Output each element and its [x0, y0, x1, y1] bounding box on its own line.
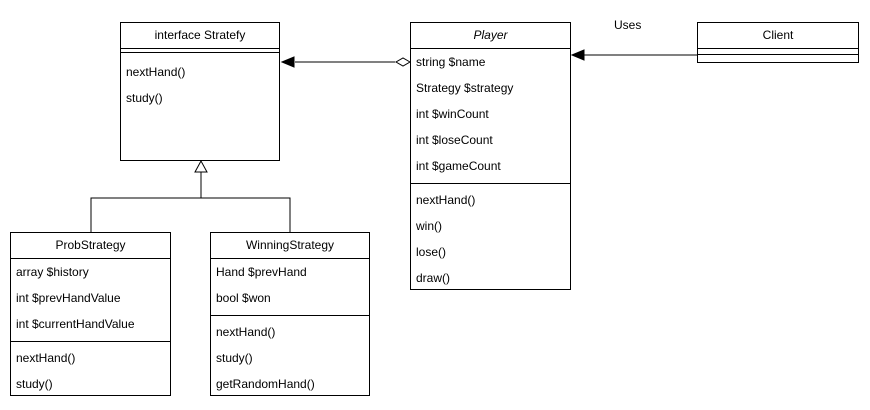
class-client-divider-bottom: [698, 54, 858, 55]
class-strategy-name: interface Stratefy: [154, 28, 246, 42]
class-winning-strategy-method: nextHand(): [216, 325, 276, 339]
class-prob-strategy-name: ProbStrategy: [55, 238, 126, 252]
class-player-divider-methods: [411, 183, 570, 184]
generalization-triangle: [194, 159, 208, 173]
class-prob-strategy-attribute: int $currentHandValue: [16, 317, 135, 331]
class-client[interactable]: Client: [697, 22, 859, 63]
class-winning-strategy-divider-methods: [211, 315, 369, 316]
class-player-method: lose(): [416, 245, 447, 259]
class-winning-strategy-attribute: bool $won: [216, 291, 271, 305]
class-player-attribute: Strategy $strategy: [416, 81, 514, 95]
class-strategy[interactable]: interface Stratefy nextHand() study(): [120, 22, 280, 161]
class-prob-strategy-divider-header: [11, 258, 170, 259]
class-winning-strategy-divider-header: [211, 258, 369, 259]
class-client-divider-top: [698, 48, 858, 49]
class-player-attribute: string $name: [416, 55, 486, 69]
class-prob-strategy-attribute: array $history: [16, 265, 89, 279]
class-winning-strategy-attribute: Hand $prevHand: [216, 265, 307, 279]
class-prob-strategy-method: nextHand(): [16, 351, 76, 365]
class-player-method: draw(): [416, 271, 451, 285]
class-player-method: win(): [416, 219, 442, 233]
class-prob-strategy-attribute: int $prevHandValue: [16, 291, 121, 305]
aggregation-diamond: [394, 57, 412, 67]
class-winning-strategy-name: WinningStrategy: [245, 238, 335, 252]
class-prob-strategy[interactable]: ProbStrategy array $history int $prevHan…: [10, 232, 171, 396]
class-player-attribute: int $gameCount: [416, 159, 501, 173]
aggregation-arrowhead: [280, 56, 295, 68]
uses-arrowhead: [570, 49, 585, 61]
class-player-attribute: int $winCount: [416, 107, 489, 121]
class-player-divider-header: [411, 48, 570, 49]
class-player-attribute: int $loseCount: [416, 133, 493, 147]
class-client-name: Client: [762, 28, 794, 42]
uses-label: Uses: [614, 18, 642, 32]
class-player-method: nextHand(): [416, 193, 476, 207]
class-strategy-divider-bottom: [121, 52, 279, 53]
class-player[interactable]: Player string $name Strategy $strategy i…: [410, 22, 571, 290]
class-strategy-method: study(): [126, 91, 163, 105]
class-player-name: Player: [473, 28, 508, 42]
class-winning-strategy[interactable]: WinningStrategy Hand $prevHand bool $won…: [210, 232, 370, 396]
class-winning-strategy-method: getRandomHand(): [216, 377, 315, 391]
generalization-branch-line: [90, 197, 291, 232]
class-prob-strategy-method: study(): [16, 377, 53, 391]
class-strategy-method: nextHand(): [126, 65, 186, 79]
class-winning-strategy-method: study(): [216, 351, 253, 365]
class-strategy-divider-top: [121, 48, 279, 49]
class-prob-strategy-divider-methods: [11, 341, 170, 342]
